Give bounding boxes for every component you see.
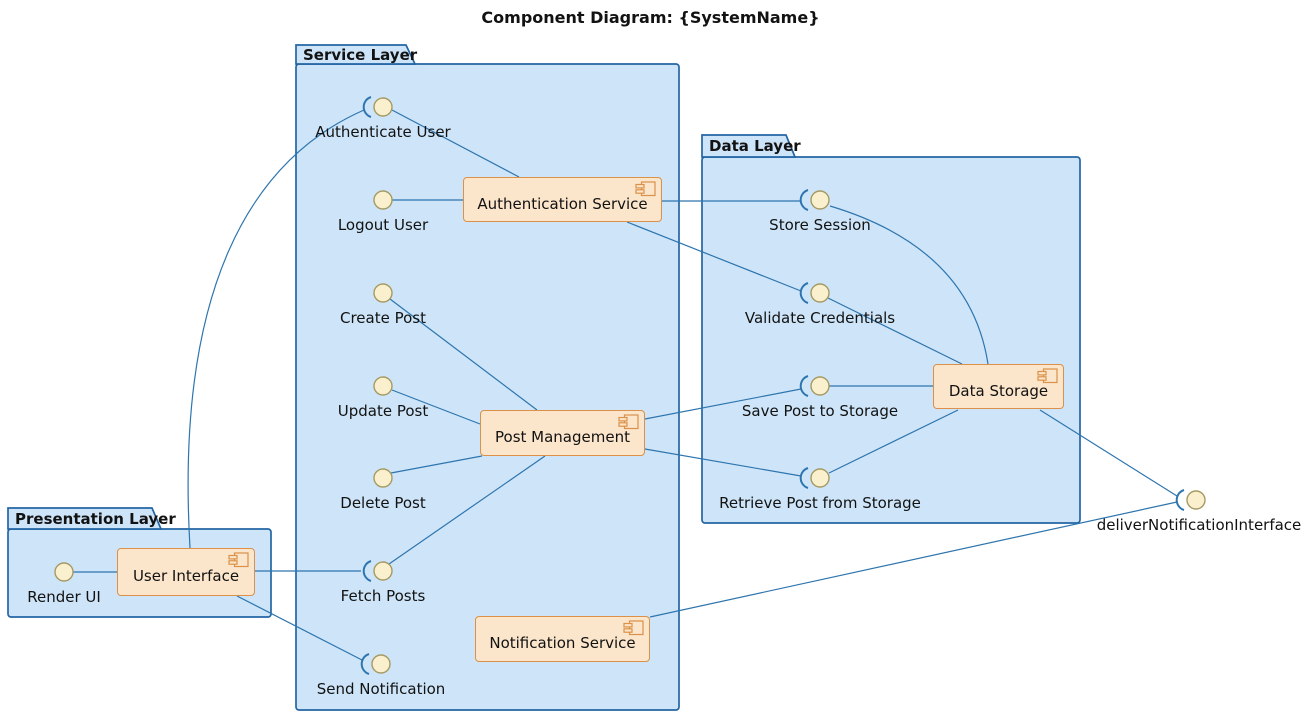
socket-validate-credentials bbox=[799, 282, 809, 304]
package-label-presentation-layer: Presentation Layer bbox=[15, 510, 176, 528]
interface-circle-render-ui bbox=[54, 562, 74, 582]
component-label: Post Management bbox=[495, 428, 630, 446]
package-service-layer bbox=[295, 44, 680, 711]
edge-validate-credentials-to-data-storage bbox=[827, 297, 963, 365]
component-icon bbox=[228, 552, 249, 568]
interface-circle-delete-post bbox=[373, 468, 393, 488]
component-icon bbox=[623, 620, 644, 636]
package-label-service-layer: Service Layer bbox=[303, 46, 418, 64]
interface-label-create-post: Create Post bbox=[340, 309, 426, 327]
component-label: Data Storage bbox=[948, 381, 1049, 400]
component-notification-service: Notification Service bbox=[475, 616, 650, 662]
service-layer-tab bbox=[295, 44, 417, 65]
component-data-storage: Data Storage bbox=[933, 364, 1064, 409]
interface-circle-validate-credentials bbox=[810, 283, 830, 303]
edge-authentication-service-to-validate-credentials bbox=[626, 221, 802, 292]
component-post-management: Post Management bbox=[480, 410, 645, 456]
interface-circle-logout-user bbox=[373, 190, 393, 210]
component-label: User Interface bbox=[132, 567, 240, 585]
interface-circle-authenticate-user bbox=[373, 97, 393, 117]
interface-label-fetch-posts: Fetch Posts bbox=[340, 587, 426, 605]
package-label-data-layer: Data Layer bbox=[709, 137, 801, 155]
interface-circle-create-post bbox=[373, 283, 393, 303]
interface-label-save-post-to-storage: Save Post to Storage bbox=[741, 402, 899, 420]
interface-label-retrieve-post-from-storage: Retrieve Post from Storage bbox=[719, 494, 921, 512]
interface-label-deliver-notification-interface: deliverNotificationInterface bbox=[1096, 516, 1301, 534]
edge-update-post-to-post-management bbox=[391, 389, 481, 425]
socket-store-session bbox=[799, 189, 809, 211]
interface-label-send-notification: Send Notification bbox=[316, 680, 446, 698]
interface-circle-store-session bbox=[810, 190, 830, 210]
interface-label-render-ui: Render UI bbox=[27, 588, 101, 606]
component-label: Notification Service bbox=[489, 634, 636, 652]
socket-deliver-notification-interface bbox=[1175, 489, 1185, 511]
edge-notification-service-to-deliver-notification bbox=[649, 501, 1178, 618]
edge-store-session-to-data-storage bbox=[829, 205, 989, 365]
edge-fetch-posts-to-post-management bbox=[388, 455, 546, 565]
component-authentication-service: Authentication Service bbox=[463, 177, 662, 222]
edge-delete-post-to-post-management bbox=[390, 455, 483, 474]
edge-create-post-to-post-management bbox=[389, 298, 538, 411]
presentation-layer-tab bbox=[7, 507, 163, 530]
interface-circle-fetch-posts bbox=[373, 561, 393, 581]
component-icon bbox=[635, 181, 656, 197]
component-icon bbox=[1037, 368, 1058, 384]
edge-retrieve-post-to-data-storage bbox=[828, 409, 959, 474]
interface-circle-update-post bbox=[373, 376, 393, 396]
data-layer-tab bbox=[701, 134, 797, 158]
interface-label-delete-post: Delete Post bbox=[340, 494, 426, 512]
edge-user-interface-to-send-notification bbox=[236, 595, 363, 661]
diagram-title: Component Diagram: {SystemName} bbox=[481, 8, 820, 27]
service-layer-body bbox=[295, 63, 680, 711]
interface-circle-send-notification bbox=[371, 654, 391, 674]
component-icon bbox=[618, 414, 639, 430]
edge-authenticate-user-to-user-interface bbox=[187, 109, 365, 549]
interface-label-validate-credentials: Validate Credentials bbox=[744, 309, 896, 327]
interface-label-authenticate-user: Authenticate User bbox=[315, 123, 451, 141]
component-label: Authentication Service bbox=[477, 194, 648, 213]
interface-circle-save-post-to-storage bbox=[810, 376, 830, 396]
edge-data-storage-to-deliver-notification bbox=[1039, 409, 1178, 497]
socket-fetch-posts bbox=[362, 560, 372, 582]
data-layer-body bbox=[701, 156, 1081, 524]
edge-post-management-to-retrieve-post bbox=[644, 448, 802, 477]
edge-authenticate-user-to-authentication-service bbox=[391, 109, 520, 178]
socket-send-notification bbox=[360, 653, 370, 675]
interface-label-logout-user: Logout User bbox=[337, 216, 429, 234]
package-data-layer bbox=[701, 134, 1081, 524]
socket-retrieve-post-from-storage bbox=[799, 467, 809, 489]
interface-circle-retrieve-post-from-storage bbox=[810, 468, 830, 488]
interface-circle-deliver-notification-interface bbox=[1186, 490, 1206, 510]
edge-post-management-to-save-post bbox=[644, 388, 802, 420]
socket-save-post-to-storage bbox=[799, 375, 809, 397]
socket-authenticate-user bbox=[362, 96, 372, 118]
interface-label-store-session: Store Session bbox=[769, 216, 871, 234]
component-user-interface: User Interface bbox=[117, 548, 255, 596]
interface-label-update-post: Update Post bbox=[337, 402, 429, 420]
